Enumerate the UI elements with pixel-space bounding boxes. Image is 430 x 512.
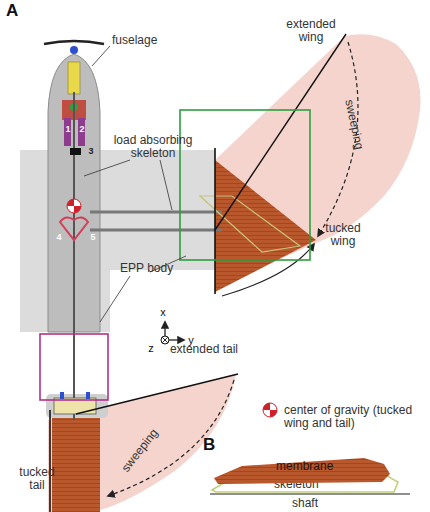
- part-label: A: [6, 2, 26, 20]
- part-label: membrane: [276, 460, 333, 473]
- central-shaft: [73, 92, 75, 420]
- leader-line: [92, 46, 110, 66]
- part-label: x: [158, 306, 168, 318]
- servo-mount: [60, 217, 88, 240]
- callout-number: 3: [86, 146, 96, 156]
- callout-number: 4: [54, 232, 64, 242]
- propeller-blade: [44, 41, 104, 44]
- node-shape: [214, 458, 390, 484]
- leader-line: [84, 160, 130, 176]
- legend-swatch: [262, 402, 278, 418]
- tail-servo: [60, 392, 64, 399]
- part-label: B: [203, 436, 223, 454]
- part-label: y: [186, 334, 196, 346]
- part-label: fuselage: [112, 34, 172, 47]
- tail-servo: [86, 392, 90, 399]
- z-axis: [161, 336, 169, 344]
- tucked-tail-line: [49, 410, 51, 512]
- tucked-wing: [215, 160, 316, 292]
- shaft-line: [210, 493, 410, 494]
- legend-text: center of gravity (tucked wing and tail): [284, 404, 418, 430]
- callout-number: 1: [63, 124, 73, 134]
- part-label: tucked wing: [318, 222, 368, 248]
- membrane-shape: membrane: [214, 456, 390, 484]
- wing-shaft: [90, 211, 222, 214]
- part-label: z: [146, 342, 156, 354]
- part-label: tucked tail: [14, 466, 60, 492]
- leader-line: [100, 276, 130, 322]
- extended-tail-line: [76, 374, 238, 414]
- callout-number: 2: [77, 124, 87, 134]
- part-label: load absorbing skeleton: [108, 134, 198, 160]
- node-shape: [212, 472, 398, 492]
- tucked-tail: [52, 414, 100, 512]
- center-of-gravity: [67, 199, 81, 213]
- leader-line: [160, 160, 172, 210]
- extended-wing-line: [215, 34, 346, 230]
- callout-number: 5: [88, 232, 98, 242]
- part-label: extended wing: [276, 18, 346, 44]
- wing-shaft: [90, 229, 222, 232]
- part-label: EPP body: [120, 262, 190, 275]
- tuck-arc: [222, 244, 314, 296]
- wing-detail-box: [180, 110, 310, 260]
- center-of-gravity: [67, 199, 81, 213]
- z-axis: [162, 337, 168, 343]
- tail-detail-box: [40, 334, 108, 400]
- part-label: extended tail: [166, 343, 238, 356]
- center-of-gravity-symbol: [263, 403, 277, 417]
- wing-root-line: [214, 148, 216, 294]
- propeller-hub: [70, 46, 78, 54]
- part-label: shaft: [292, 497, 332, 510]
- servo-3: [70, 148, 81, 155]
- motor: [68, 62, 80, 94]
- center-of-gravity-symbol: [263, 403, 277, 417]
